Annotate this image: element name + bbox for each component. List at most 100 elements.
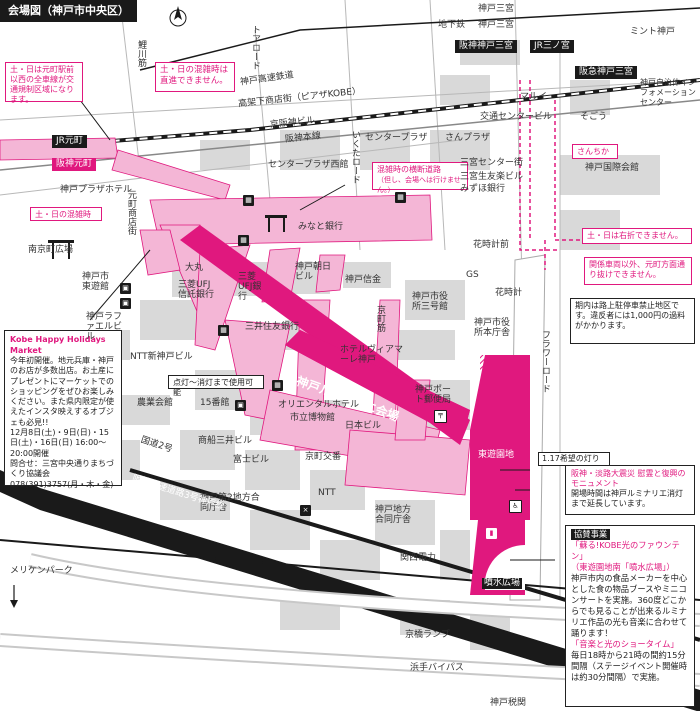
label-ntt-kobe: NTT新神戸ビル xyxy=(130,352,193,362)
note-sanchika: さんちか xyxy=(572,144,618,159)
label-plaza-hotel: 神戸プラザホテル xyxy=(60,185,133,195)
label-koban: 京町交番 xyxy=(305,452,342,462)
monument-title: 阪神・淡路大震災 慰霊と復興のモニュメント xyxy=(571,469,686,488)
station-hankyu-sannomiya: 阪急神戸三宮 xyxy=(575,66,638,79)
label-oriental: オリエンタルホテル xyxy=(278,400,360,410)
label-chiho-godo: 神戸地方合同庁舎 xyxy=(375,505,412,525)
label-shiyakusho-3: 神戸市役所三号館 xyxy=(412,292,449,312)
note-toilet-hours: 点灯～消灯まで使用可能 xyxy=(168,375,264,397)
label-nochu: 農業会館 xyxy=(137,398,174,408)
hope-light-box: 1.17希望の灯り xyxy=(538,452,610,466)
station-jr-sannomiya: JR三ノ宮 xyxy=(530,40,574,53)
label-minato: みなと銀行 xyxy=(298,222,344,232)
label-marui: マルイ xyxy=(520,92,548,102)
fountain-plaza-label: 噴水広場 xyxy=(482,578,523,589)
note-weekend-straight: 土・日の混雑時は直進できません。 xyxy=(155,62,235,92)
higashi-yuenchi-label: 東遊園地 xyxy=(478,450,515,460)
parking-icon: ▣ xyxy=(235,400,246,411)
label-hamate: 浜手バイパス xyxy=(410,663,464,673)
label-kobe-sannomiya: 神戸三宮 xyxy=(478,4,515,14)
label-sannomiya-center: 三宮センター街 xyxy=(460,158,524,168)
toilet-icon: ▦ xyxy=(272,380,283,391)
label-mizuho: みずほ銀行 xyxy=(460,184,506,194)
note-crowd-crossing-title: 混雑時の横断道路 xyxy=(377,165,441,174)
label-center-plaza-w: センタープラザ西館 xyxy=(268,160,349,170)
fountain-show: 「音楽と光のショータイム」 xyxy=(571,639,679,649)
market-title: Kobe Happy Holidays Market xyxy=(10,335,106,355)
label-nankin: 南京町広場 xyxy=(28,245,74,255)
toilet-icon: ▦ xyxy=(238,235,249,246)
market-contact: 問合せ：三宮中央通りまちづくり協議会 xyxy=(10,458,114,479)
fountain-header: 協賛事業 xyxy=(571,529,611,540)
note-parking-prohibited: 期内は路上駐停車禁止地区です。違反者には1,000円の過料がかかります。 xyxy=(570,298,695,344)
label-15bankan: 15番館 xyxy=(200,398,230,408)
station-hanshin-motomachi: 阪神元町 xyxy=(52,158,97,171)
label-mufg-trust: 三菱UFJ信託銀行 xyxy=(178,280,215,300)
label-friends: 三宮生友楽ビル xyxy=(460,172,524,182)
restroom-icon: ▮ xyxy=(486,528,497,539)
fountain-place: （東遊園地南「噴水広場」） xyxy=(571,562,675,572)
fountain-body: 神戸市内の食品メーカーを中心とした食の物品ブースやミニコンサートを実施。360度… xyxy=(571,573,688,638)
label-flower-road: フラワーロード xyxy=(540,330,550,393)
label-traffic-center: 交通センタービル xyxy=(480,112,553,122)
label-raphael: 神戸ラファエルビル xyxy=(86,312,123,342)
label-meriken: メリケンパーク xyxy=(10,566,73,576)
label-shiyakusho-honcho: 神戸市役所本庁舎 xyxy=(474,318,511,338)
label-kobe-info: 神戸自治体インフォメーションセンター xyxy=(640,78,696,107)
label-godo-2: 神戸第2地方合同庁舎 xyxy=(200,493,260,513)
label-asahi: 神戸朝日ビル xyxy=(295,262,332,282)
note-crowd-crossing-sub: （但し、会場へは行けません。） xyxy=(377,176,461,194)
label-hotel: ホテルヴィアマーレ神戸 xyxy=(340,345,404,365)
station-hanshin-sannomiya: 阪神神戸三宮 xyxy=(455,40,518,53)
label-tor-road: トアロード xyxy=(250,25,260,70)
parking-icon: ▣ xyxy=(120,298,131,309)
label-kansai-denryoku: 関西電力 xyxy=(400,553,437,563)
fountain-show-time: 毎日18時から21時の間約15分間隔（ステージイベント開催時は約30分間隔）で実… xyxy=(571,650,687,682)
label-gs: GS xyxy=(466,270,479,280)
label-san-plaza: さんプラザ xyxy=(445,133,491,143)
note-weekend-crowd: 土・日の混雑時 xyxy=(30,207,102,221)
label-motomachi-ave: 元町商店街 xyxy=(126,190,136,235)
label-koikawa: 鯉川筋 xyxy=(136,40,146,67)
label-kobe-customs: 神戸税関 xyxy=(490,698,527,708)
label-kobe-sannomiya-2: 神戸三宮 xyxy=(478,20,515,30)
monument-box: 阪神・淡路大震災 慰霊と復興のモニュメント 開場時間は神戸ルミナリエ消灯まで延長… xyxy=(565,465,695,515)
toilet-icon: ▦ xyxy=(243,195,254,206)
label-center-plaza: センタープラザ xyxy=(365,133,428,143)
label-sumitomo: 三井住友銀行 xyxy=(245,322,300,332)
note-no-right-turn: 土・日は右折できません。 xyxy=(582,228,692,244)
toilet-icon: ♿ xyxy=(509,500,522,513)
label-mint: ミント神戸 xyxy=(630,27,676,37)
label-kyobashi-ramp: 京橋ランプ xyxy=(405,630,450,640)
label-museum: 市立博物館 xyxy=(290,413,336,423)
label-ntt: NTT xyxy=(318,488,336,498)
fountain-name: 「蘇る!KOBE光のファウンテン」 xyxy=(571,540,680,561)
label-ikuta-road: いくたロード xyxy=(350,130,360,184)
fountain-box: 協賛事業 「蘇る!KOBE光のファウンテン」 （東遊園地南「噴水広場」） 神戸市… xyxy=(565,525,695,707)
label-shinkin: 神戸信金 xyxy=(345,275,382,285)
monument-body: 開場時間は神戸ルミナリエ消灯まで延長しています。 xyxy=(571,489,683,508)
toilet-icon: ▦ xyxy=(218,325,229,336)
label-daimaru: 大丸 xyxy=(185,263,204,273)
note-traffic-regulation: 土・日は元町駅前以西の全車線が交通規制区域になります。 xyxy=(5,62,83,104)
map-title: 会場図（神戸市中央区） xyxy=(0,0,137,22)
label-kyomachi: 京町筋 xyxy=(375,305,385,332)
label-kokusai: 神戸国際会館 xyxy=(585,163,640,173)
market-dates: 12月8日(土)・9日(日)・15日(土)・16日(日) 16:00～20:00… xyxy=(10,428,110,458)
station-jr-motomachi: JR元町 xyxy=(52,135,87,148)
post-office-icon: 〒 xyxy=(434,410,447,423)
label-shosen: 商船三井ビル xyxy=(198,436,253,446)
market-phone: 078(391)3757(月・木・金) xyxy=(10,479,114,489)
toilet-icon: ▦ xyxy=(395,192,406,203)
note-crowd-crossing: 混雑時の横断道路 （但し、会場へは行けません。） xyxy=(372,162,468,194)
parking-icon: ▣ xyxy=(120,283,131,294)
label-port-post: 神戸ポート郵便局 xyxy=(415,385,452,405)
label-sogo: そごう xyxy=(580,112,608,122)
label-toyo: 神戸市東遊館 xyxy=(82,272,110,292)
police-icon: × xyxy=(300,505,311,516)
label-hanadokei-mae: 花時計前 xyxy=(473,240,510,250)
market-body: 今年初開催。地元兵庫・神戸のお店が多数出店。お土産にプレゼントにマーケットでのシ… xyxy=(10,356,114,427)
label-chikatetsu: 地下鉄 xyxy=(438,20,466,30)
note-closed-route: 関係車両以外、元町方面通り抜けできません。 xyxy=(584,257,692,285)
